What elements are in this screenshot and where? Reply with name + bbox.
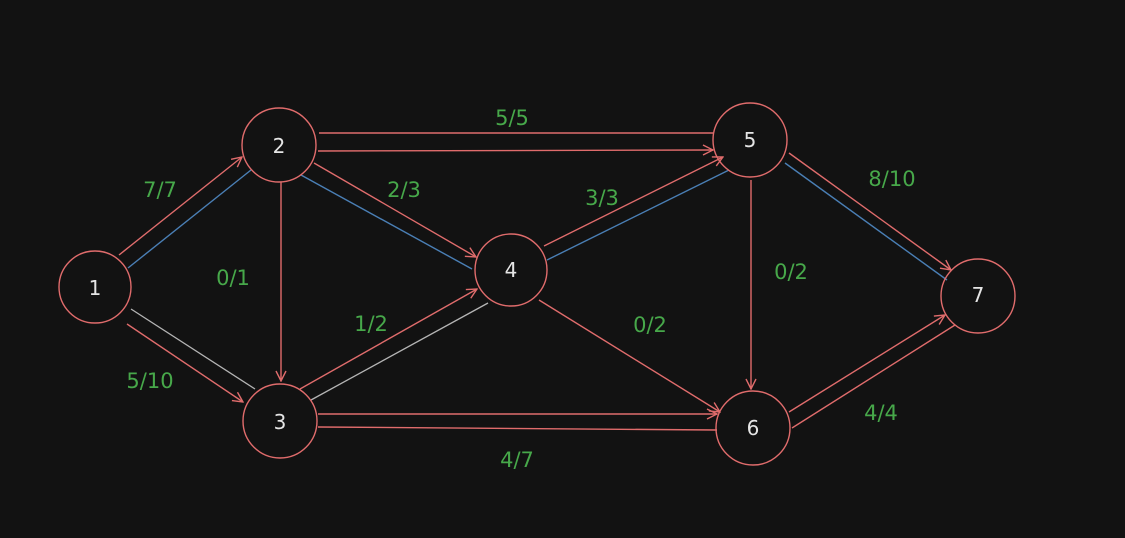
edge-label-5-7: 8/10 (868, 167, 915, 191)
edge-1-2 (118, 157, 252, 269)
node-2-label: 2 (273, 134, 286, 158)
node-6-label: 6 (747, 416, 760, 440)
node-3-label: 3 (274, 410, 287, 434)
edge-4-6 (538, 299, 720, 412)
edge-4-5-arrow (543, 157, 723, 247)
node-6: 6 (715, 390, 791, 466)
edge-5-7-arrow (788, 152, 951, 270)
edge-label-6-7: 4/4 (864, 401, 898, 425)
edge-5-7-residual-line (784, 162, 948, 281)
node-5-label: 5 (744, 128, 757, 152)
edge-label-2-4: 2/3 (387, 178, 421, 202)
edge-label-4-5: 3/3 (585, 186, 619, 210)
edge-label-1-3: 5/10 (126, 369, 173, 393)
edges (118, 132, 956, 431)
edge-4-5 (543, 157, 730, 261)
edge-2-4 (300, 162, 476, 270)
node-1: 1 (58, 250, 132, 324)
node-6-circle (715, 390, 791, 466)
edge-label-2-3: 0/1 (216, 266, 250, 290)
node-7-label: 7 (972, 283, 985, 307)
node-5: 5 (712, 102, 788, 178)
edge-1-3-residual-line (130, 308, 256, 390)
edge-label-1-2: 7/7 (143, 178, 177, 202)
edge-2-5-arrow (317, 150, 713, 151)
edge-2-4-residual-line (300, 174, 473, 270)
edge-3-4-arrow (299, 289, 477, 390)
edge-3-6 (317, 414, 718, 431)
edge-1-3-arrow (126, 323, 243, 402)
edge-6-7 (788, 315, 956, 429)
node-4-label: 4 (505, 258, 518, 282)
edge-4-5-residual-line (546, 169, 730, 261)
node-7-circle (940, 258, 1016, 334)
node-5-circle (712, 102, 788, 178)
edge-4-6-arrow (538, 299, 720, 412)
edge-1-2-residual-line (127, 169, 252, 269)
node-1-label: 1 (89, 276, 102, 300)
node-4: 4 (474, 233, 548, 307)
node-4-circle (474, 233, 548, 307)
node-7: 7 (940, 258, 1016, 334)
node-3: 3 (242, 383, 318, 459)
node-1-circle (58, 250, 132, 324)
edge-label-2-5: 5/5 (495, 106, 529, 130)
node-2-circle (241, 107, 317, 183)
edge-label-4-6: 0/2 (633, 313, 667, 337)
edge-5-7 (784, 152, 951, 281)
node-2: 2 (241, 107, 317, 183)
edge-1-3 (126, 308, 256, 402)
edge-2-4-arrow (313, 162, 476, 257)
edge-3-4 (299, 289, 489, 401)
edge-label-3-4: 1/2 (354, 312, 388, 336)
nodes: 1 2 3 4 5 6 7 (58, 102, 1016, 466)
edge-2-5 (317, 132, 713, 151)
node-3-circle (242, 383, 318, 459)
edge-label-5-6: 0/2 (774, 260, 808, 284)
edge-3-6-line-bottom (317, 426, 718, 431)
edge-label-3-6: 4/7 (500, 448, 534, 472)
edge-3-4-residual-line (310, 302, 489, 401)
edge-6-7-line-bottom (791, 324, 956, 429)
edge-labels: 7/7 5/10 0/1 2/3 5/5 1/2 4/7 3/3 0/2 0/2… (126, 106, 915, 472)
edge-1-2-arrow (118, 157, 242, 256)
edge-6-7-arrow (788, 315, 945, 413)
